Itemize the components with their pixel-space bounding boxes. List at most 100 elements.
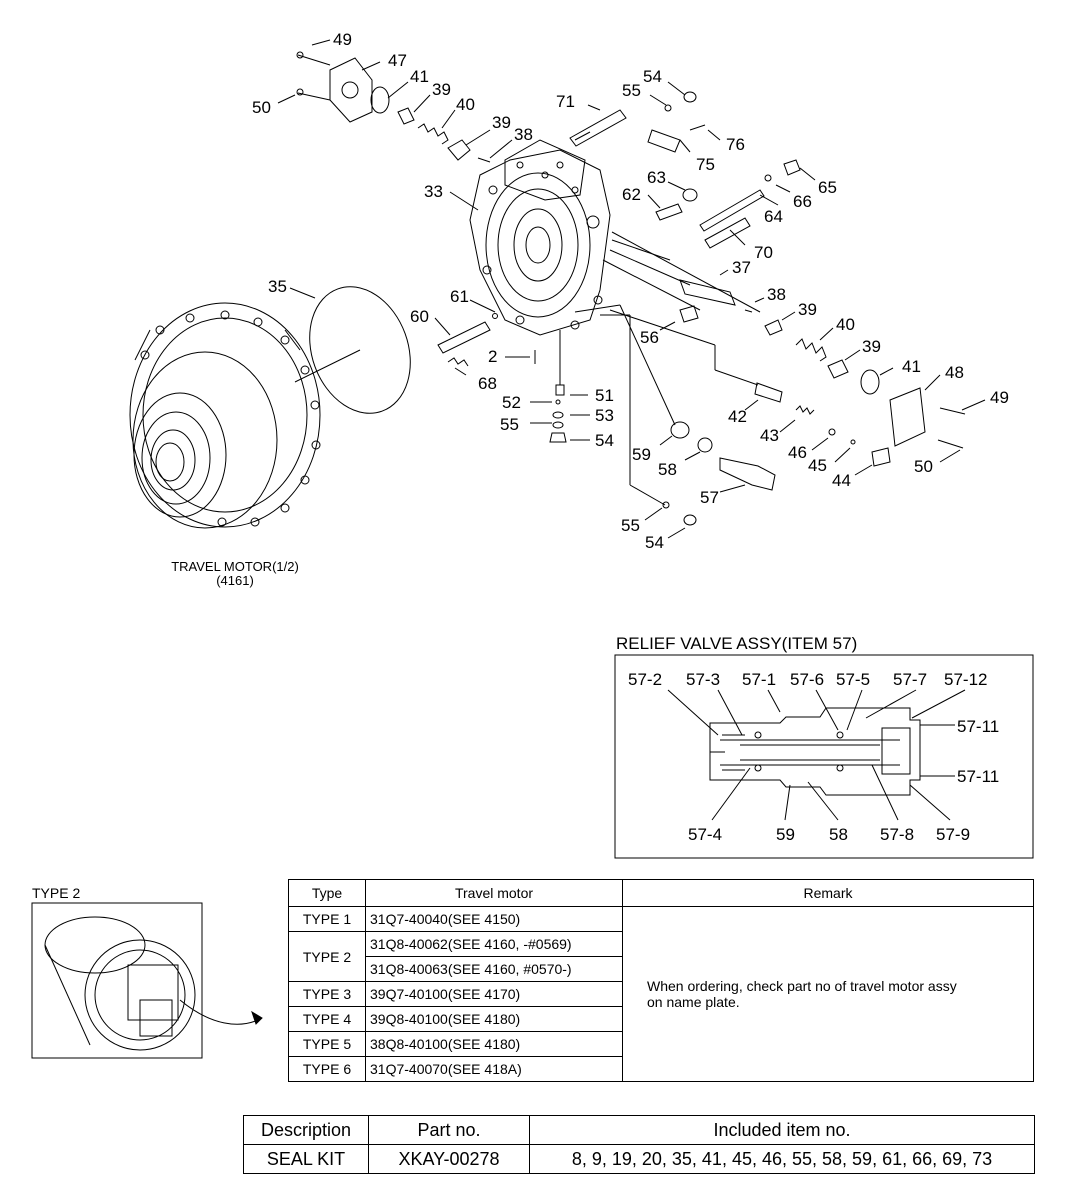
part-label: 38 [514, 125, 533, 144]
relief-label: 57-9 [936, 825, 970, 844]
part-label: 57 [700, 488, 719, 507]
relief-label: 59 [776, 825, 795, 844]
col-header-type: Type [288, 879, 366, 907]
part-label: 68 [478, 374, 497, 393]
col-header-description: Description [243, 1115, 369, 1145]
relief-label: 57-11 [957, 767, 999, 786]
part-label: 39 [798, 300, 817, 319]
part-label: 56 [640, 328, 659, 347]
part-label: 49 [990, 388, 1009, 407]
plug-39c [764, 319, 783, 336]
spring-40b [795, 338, 827, 362]
remark-line: on name plate. [647, 994, 740, 1010]
relief-valve-title: RELIEF VALVE ASSY(ITEM 57) [616, 634, 858, 653]
part-label: 71 [556, 92, 575, 111]
caption-line-1: TRAVEL MOTOR(1/2) [171, 559, 299, 574]
table-row: TYPE 1 31Q7-40040(SEE 4150) When orderin… [288, 906, 1034, 1082]
part-label: 39 [492, 113, 511, 132]
table-row: 31Q8-40063(SEE 4160, #0570-) [289, 956, 1034, 982]
relief-label: 57-11 [957, 717, 999, 736]
part-label: 50 [252, 98, 271, 117]
part-label: 60 [410, 307, 429, 326]
col-header-part-no: Part no. [368, 1115, 530, 1145]
part-label: 39 [862, 337, 881, 356]
relief-valve-section [709, 707, 921, 796]
motor-cell: 38Q8-40100(SEE 4180) [365, 1031, 623, 1057]
relief-label: 57-3 [686, 670, 720, 689]
type-cell: TYPE 1 [288, 906, 366, 932]
relief-label: 57-8 [880, 825, 914, 844]
part-label: 33 [424, 182, 443, 201]
oring-59 [670, 421, 690, 439]
part-label: 58 [658, 460, 677, 479]
motor-cell: 31Q7-40040(SEE 4150) [365, 906, 623, 932]
part-label: 62 [622, 185, 641, 204]
oring-41a [370, 86, 390, 114]
part-label: 40 [456, 95, 475, 114]
relief-label: 58 [829, 825, 848, 844]
part-label: 39 [432, 80, 451, 99]
part-label: 54 [595, 431, 614, 450]
plug-54c [683, 514, 697, 526]
shaft-60 [437, 321, 491, 354]
motor-cell: 31Q8-40062(SEE 4160, -#0569) [365, 931, 623, 957]
type-cell: TYPE 6 [288, 1056, 366, 1082]
part-label: 51 [595, 386, 614, 405]
relief-label: 57-7 [893, 670, 927, 689]
part-label: 40 [836, 315, 855, 334]
part-label: 38 [767, 285, 786, 304]
part-label: 64 [764, 207, 783, 226]
relief-label: 57-12 [944, 670, 987, 689]
bolt-71 [569, 109, 627, 147]
included-items-cell: 8, 9, 19, 20, 35, 41, 45, 46, 55, 58, 59… [529, 1144, 1035, 1174]
plate-75 [647, 129, 681, 153]
remark-line: When ordering, check part no of travel m… [647, 978, 957, 994]
seal-kit-table: Description Part no. Included item no. S… [243, 1115, 1035, 1174]
type-cell: TYPE 3 [288, 981, 366, 1007]
part-label: 44 [832, 471, 851, 490]
relief-leader-lines [667, 689, 966, 821]
part-label: 49 [333, 30, 352, 49]
plug-42 [754, 382, 783, 403]
part-label: 43 [760, 426, 779, 445]
part-label: 48 [945, 363, 964, 382]
part-label: 55 [622, 81, 641, 100]
type2-motor-sketch [44, 916, 196, 1051]
bolt-70 [704, 217, 751, 249]
remark-cell: When ordering, check part no of travel m… [622, 906, 1034, 1082]
part-label: 53 [595, 406, 614, 425]
part-label: 61 [450, 287, 469, 306]
part-label: 65 [818, 178, 837, 197]
travel-motor-drum [129, 302, 321, 529]
part-label: 55 [621, 516, 640, 535]
col-header-included: Included item no. [529, 1115, 1035, 1145]
type2-title: TYPE 2 [32, 885, 81, 901]
description-cell: SEAL KIT [243, 1144, 369, 1174]
table-row: TYPE 4 39Q8-40100(SEE 4180) [288, 1006, 1034, 1032]
part-label: 59 [632, 445, 651, 464]
table-row: TYPE 6 31Q7-40070(SEE 418A) [288, 1056, 1034, 1082]
relief-label: 57-4 [688, 825, 722, 844]
type-table: Type Travel motor Remark TYPE 1 31Q7-400… [288, 879, 1034, 1082]
spring-43 [795, 405, 815, 415]
plug-39b [447, 139, 471, 161]
part-label: 55 [500, 415, 519, 434]
col-header-motor: Travel motor [365, 879, 623, 907]
plug-44 [871, 447, 891, 467]
type-cell: TYPE 2 [288, 931, 366, 982]
part-label: 45 [808, 456, 827, 475]
type2-inset-frame [31, 902, 203, 1059]
part-label: 66 [793, 192, 812, 211]
col-header-remark: Remark [622, 879, 1034, 907]
alignment-guides [559, 231, 761, 506]
relief-label: 57-1 [742, 670, 776, 689]
relief-label: 57-2 [628, 670, 662, 689]
relief-valve-57 [719, 457, 776, 491]
motor-cell: 31Q8-40063(SEE 4160, #0570-) [365, 956, 623, 982]
leader-lines [277, 39, 986, 539]
travel-motor-caption: TRAVEL MOTOR(1/2) (4161) [150, 560, 320, 588]
relief-label: 57-5 [836, 670, 870, 689]
part-label: 35 [268, 277, 287, 296]
cover-plate-48 [889, 387, 926, 447]
